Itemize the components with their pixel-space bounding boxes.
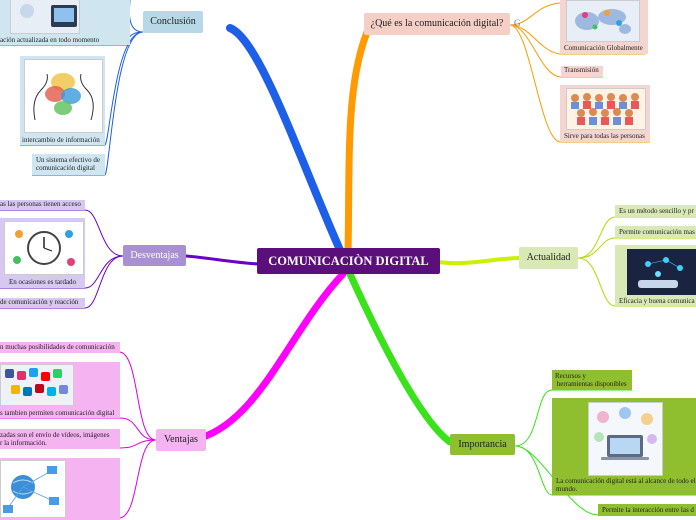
conclusion-sistema-node[interactable]: Un sistema efectivo de comunicación digi…	[32, 154, 105, 175]
importancia-interaccion-node[interactable]: Permite la interacción entre las d	[598, 504, 696, 516]
que-personas-label: Sirve para todas las personas	[564, 132, 645, 140]
ventajas-videos-node[interactable]: zadas son el envío de vídeos, imágenes r…	[0, 429, 120, 449]
world-map-image	[566, 0, 640, 42]
actualidad-eficacia-node[interactable]: Eficacia y buena comunica	[615, 245, 696, 306]
laptop-image	[10, 0, 80, 34]
laptop-icon	[11, 0, 79, 33]
ventajas-posibilidades-node[interactable]: n muchas posibilidades de comunicación	[0, 342, 120, 353]
devices-image	[588, 402, 663, 476]
que-global-node[interactable]: Comunicación Globalmente	[560, 0, 648, 54]
branch-desventajas	[186, 256, 258, 264]
desventajas-tardado-label: En ocasiones es tardado	[9, 278, 76, 286]
ventajas-redes-label: s tambien permiten comunicación digital	[0, 409, 114, 417]
desventajas-tardado-node[interactable]: En ocasiones es tardado	[0, 218, 85, 288]
conclusion-actualizada-label: ación actualizada en todo momento	[0, 36, 99, 44]
people-crowd-icon	[567, 89, 645, 129]
topic-desventajas[interactable]: Desventajas	[123, 245, 186, 266]
clock-image	[4, 221, 84, 275]
social-apps-icon	[1, 365, 73, 405]
devices-icon	[589, 403, 662, 475]
central-topic[interactable]: COMUNICACIÒN DIGITAL	[257, 248, 440, 274]
importancia-recursos-node[interactable]: Recursos y herramientas disponibles	[552, 370, 632, 390]
people-crowd-image	[566, 88, 646, 130]
clock-icon	[5, 222, 83, 274]
branch-ventajas	[200, 274, 343, 438]
social-apps-image	[0, 364, 74, 406]
ventajas-red-node[interactable]	[0, 458, 120, 520]
conclusion-intercambio-node[interactable]: intercambio de información	[20, 56, 105, 145]
actualidad-eficacia-label: Eficacia y buena comunica	[619, 297, 695, 305]
ventajas-redes-node[interactable]: s tambien permiten comunicación digital	[0, 362, 120, 418]
topic-actualidad[interactable]: Actualidad	[519, 247, 578, 269]
network-globe-image	[0, 460, 66, 518]
actualidad-permite-node[interactable]: Permite comunicación mas	[615, 226, 696, 238]
world-map-icon	[567, 1, 639, 41]
topic-importancia[interactable]: Importancia	[450, 434, 515, 455]
tech-hand-icon	[628, 250, 696, 294]
branch-importancia	[350, 274, 450, 442]
topic-que-es[interactable]: ¿Qué es la comunicación digital?	[364, 13, 510, 35]
network-globe-icon	[1, 461, 65, 517]
que-personas-node[interactable]: Sirve para todas las personas	[560, 85, 650, 142]
tech-hand-image	[627, 249, 696, 295]
actualidad-metodo-node[interactable]: Es un método sencillo y pr	[615, 205, 696, 217]
conclusion-intercambio-label: intercambio de información	[22, 136, 100, 144]
importancia-alcance-label: La comunicación digital está al alcance …	[556, 477, 696, 493]
google-icon: G	[514, 18, 521, 28]
conclusion-actualizada-node[interactable]: ación actualizada en todo momento	[0, 0, 130, 45]
desventajas-acceso-node[interactable]: as las personas tienen acceso	[0, 200, 85, 210]
faces-sketch-image	[24, 59, 103, 133]
branch-conclusion	[230, 28, 340, 250]
que-global-label: Comunicación Globalmente	[564, 44, 643, 52]
importancia-alcance-node[interactable]: La comunicación digital está al alcance …	[552, 398, 696, 495]
topic-conclusion[interactable]: Conclusión	[143, 11, 203, 33]
desventajas-reaccion-node[interactable]: de comunicación y reacción	[0, 298, 85, 308]
branch-actualidad	[438, 258, 520, 263]
topic-ventajas[interactable]: Ventajas	[156, 429, 206, 451]
que-transmision-node[interactable]: Transmisión	[561, 66, 603, 77]
branch-que	[348, 25, 370, 252]
faces-sketch-icon	[25, 60, 102, 132]
